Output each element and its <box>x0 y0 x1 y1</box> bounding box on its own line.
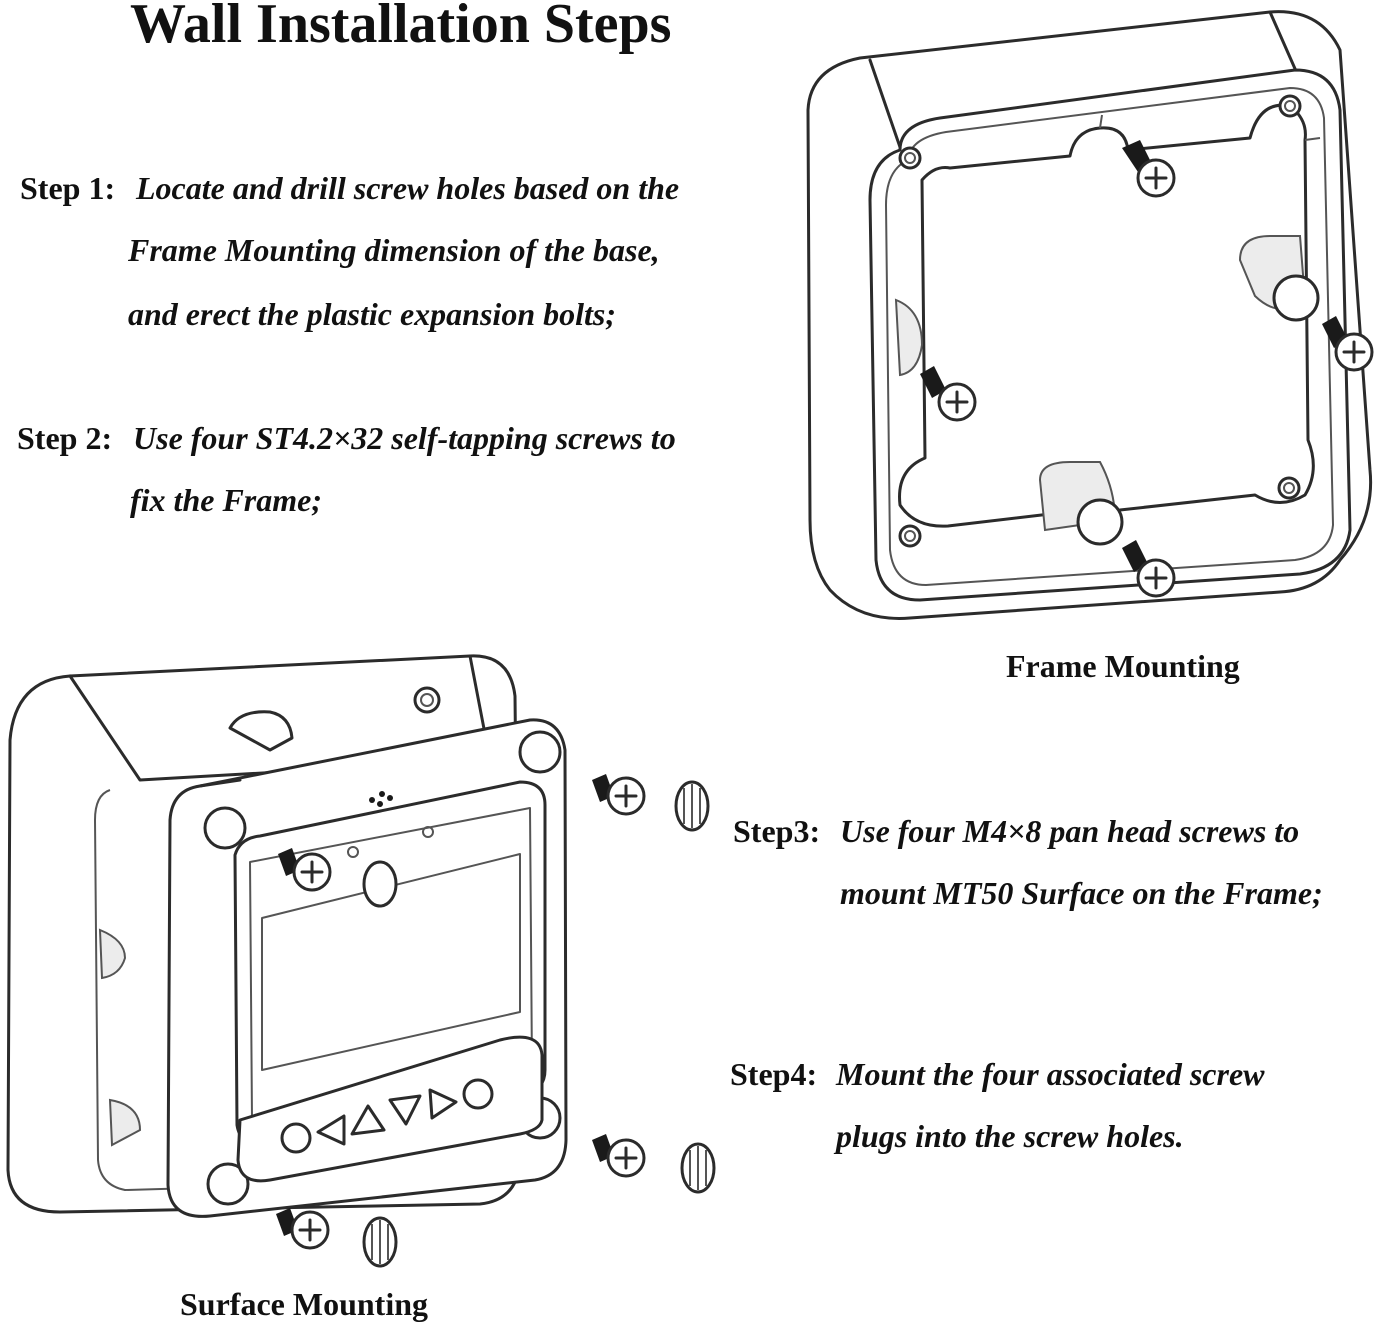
arrow-down-button-icon <box>388 1094 422 1126</box>
enter-button-icon <box>462 1078 494 1110</box>
arrow-up-button-icon <box>350 1104 386 1136</box>
step-1-line-2: Frame Mounting dimension of the base, <box>128 232 660 268</box>
step-3-label: Step3: <box>733 813 821 849</box>
step-2-line-2: fix the Frame; <box>130 482 322 518</box>
screw-plug-icon <box>680 1142 716 1194</box>
page-title: Wall Installation Steps <box>130 0 672 55</box>
step-4-line-1: Mount the four associated screw <box>836 1056 1265 1092</box>
step-2-label: Step 2: <box>17 420 113 456</box>
step-4-line-2: plugs into the screw holes. <box>836 1118 1184 1154</box>
pan-head-screw-icon <box>592 1134 646 1178</box>
step-3-line-2: mount MT50 Surface on the Frame; <box>840 875 1323 911</box>
self-tapping-screw-icon <box>920 366 977 422</box>
step-3-line-1: Use four M4×8 pan head screws to <box>840 813 1300 849</box>
frame-mounting-drawing <box>806 10 1374 620</box>
pan-head-screw-icon <box>276 1208 330 1250</box>
step-1-label: Step 1: <box>20 170 116 206</box>
pan-head-screw-icon <box>278 848 332 892</box>
step-4-label: Step4: <box>730 1056 818 1092</box>
step-1-line-3: and erect the plastic expansion bolts; <box>128 296 616 332</box>
arrow-left-button-icon <box>316 1114 346 1146</box>
self-tapping-screw-icon <box>1122 540 1176 598</box>
screw-plug-icon <box>674 780 710 832</box>
menu-button-icon <box>280 1122 312 1154</box>
frame-mounting-caption: Frame Mounting <box>1006 648 1240 684</box>
screw-plug-icon <box>362 1216 398 1268</box>
pan-head-screw-icon <box>592 774 646 816</box>
arrow-right-button-icon <box>428 1088 458 1120</box>
self-tapping-screw-icon <box>1322 316 1374 372</box>
step-1-line-1: Locate and drill screw holes based on th… <box>136 170 680 206</box>
surface-mounting-caption: Surface Mounting <box>180 1286 428 1322</box>
self-tapping-screw-icon <box>1122 140 1176 198</box>
surface-mounting-drawing <box>6 654 716 1268</box>
step-2-line-1: Use four ST4.2×32 self-tapping screws to <box>133 420 676 456</box>
